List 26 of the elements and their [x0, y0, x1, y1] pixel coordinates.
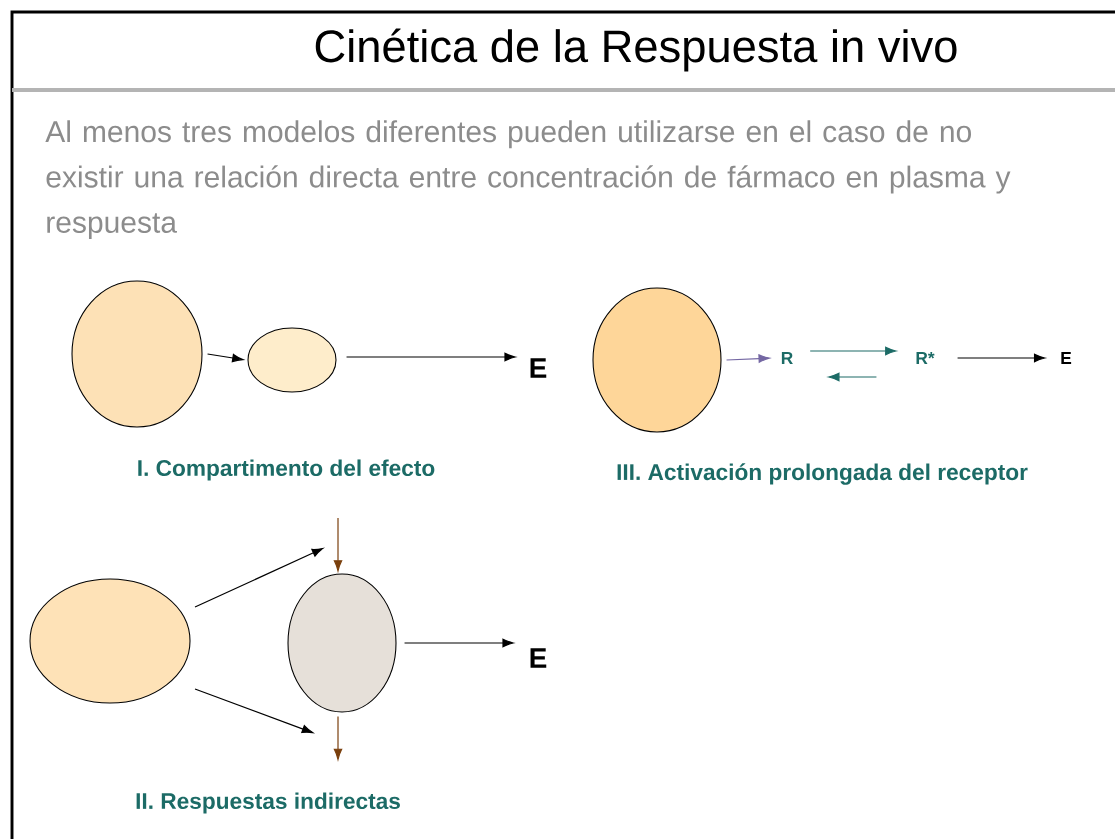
intro-paragraph: Al menos tres modelos diferentes pueden utilizarse en el caso de no existir una relación directa entre concentración de fármaco en plasma y respuesta	[45, 120, 1011, 239]
panel-caption: I. Compartimento del efecto	[138, 459, 435, 481]
letter-label: E	[530, 648, 547, 668]
panel-caption: III. Activación prolongada del receptor	[617, 463, 1028, 485]
compartment-ellipse	[592, 287, 722, 433]
compartment-ellipse	[287, 573, 397, 713]
compartment-ellipse	[71, 280, 203, 428]
arrow	[333, 517, 343, 572]
arrow	[194, 547, 324, 608]
letter-label: R	[781, 352, 793, 364]
arrow	[828, 372, 878, 382]
compartment-ellipse	[247, 327, 337, 393]
arrow	[725, 354, 770, 363]
arrow	[345, 352, 516, 362]
letter-label: R*	[916, 352, 935, 364]
arrow	[809, 346, 897, 356]
panel-caption: II. Respuestas indirectas	[136, 792, 400, 814]
letter-label: E	[1061, 352, 1072, 364]
arrow	[333, 715, 343, 760]
arrow	[206, 353, 244, 363]
arrow	[194, 688, 314, 734]
compartment-ellipse	[29, 578, 191, 704]
letter-label: E	[530, 358, 547, 378]
arrow	[403, 638, 514, 648]
title: Cinética de la Respuesta in vivo	[315, 28, 957, 72]
arrow	[956, 353, 1046, 363]
